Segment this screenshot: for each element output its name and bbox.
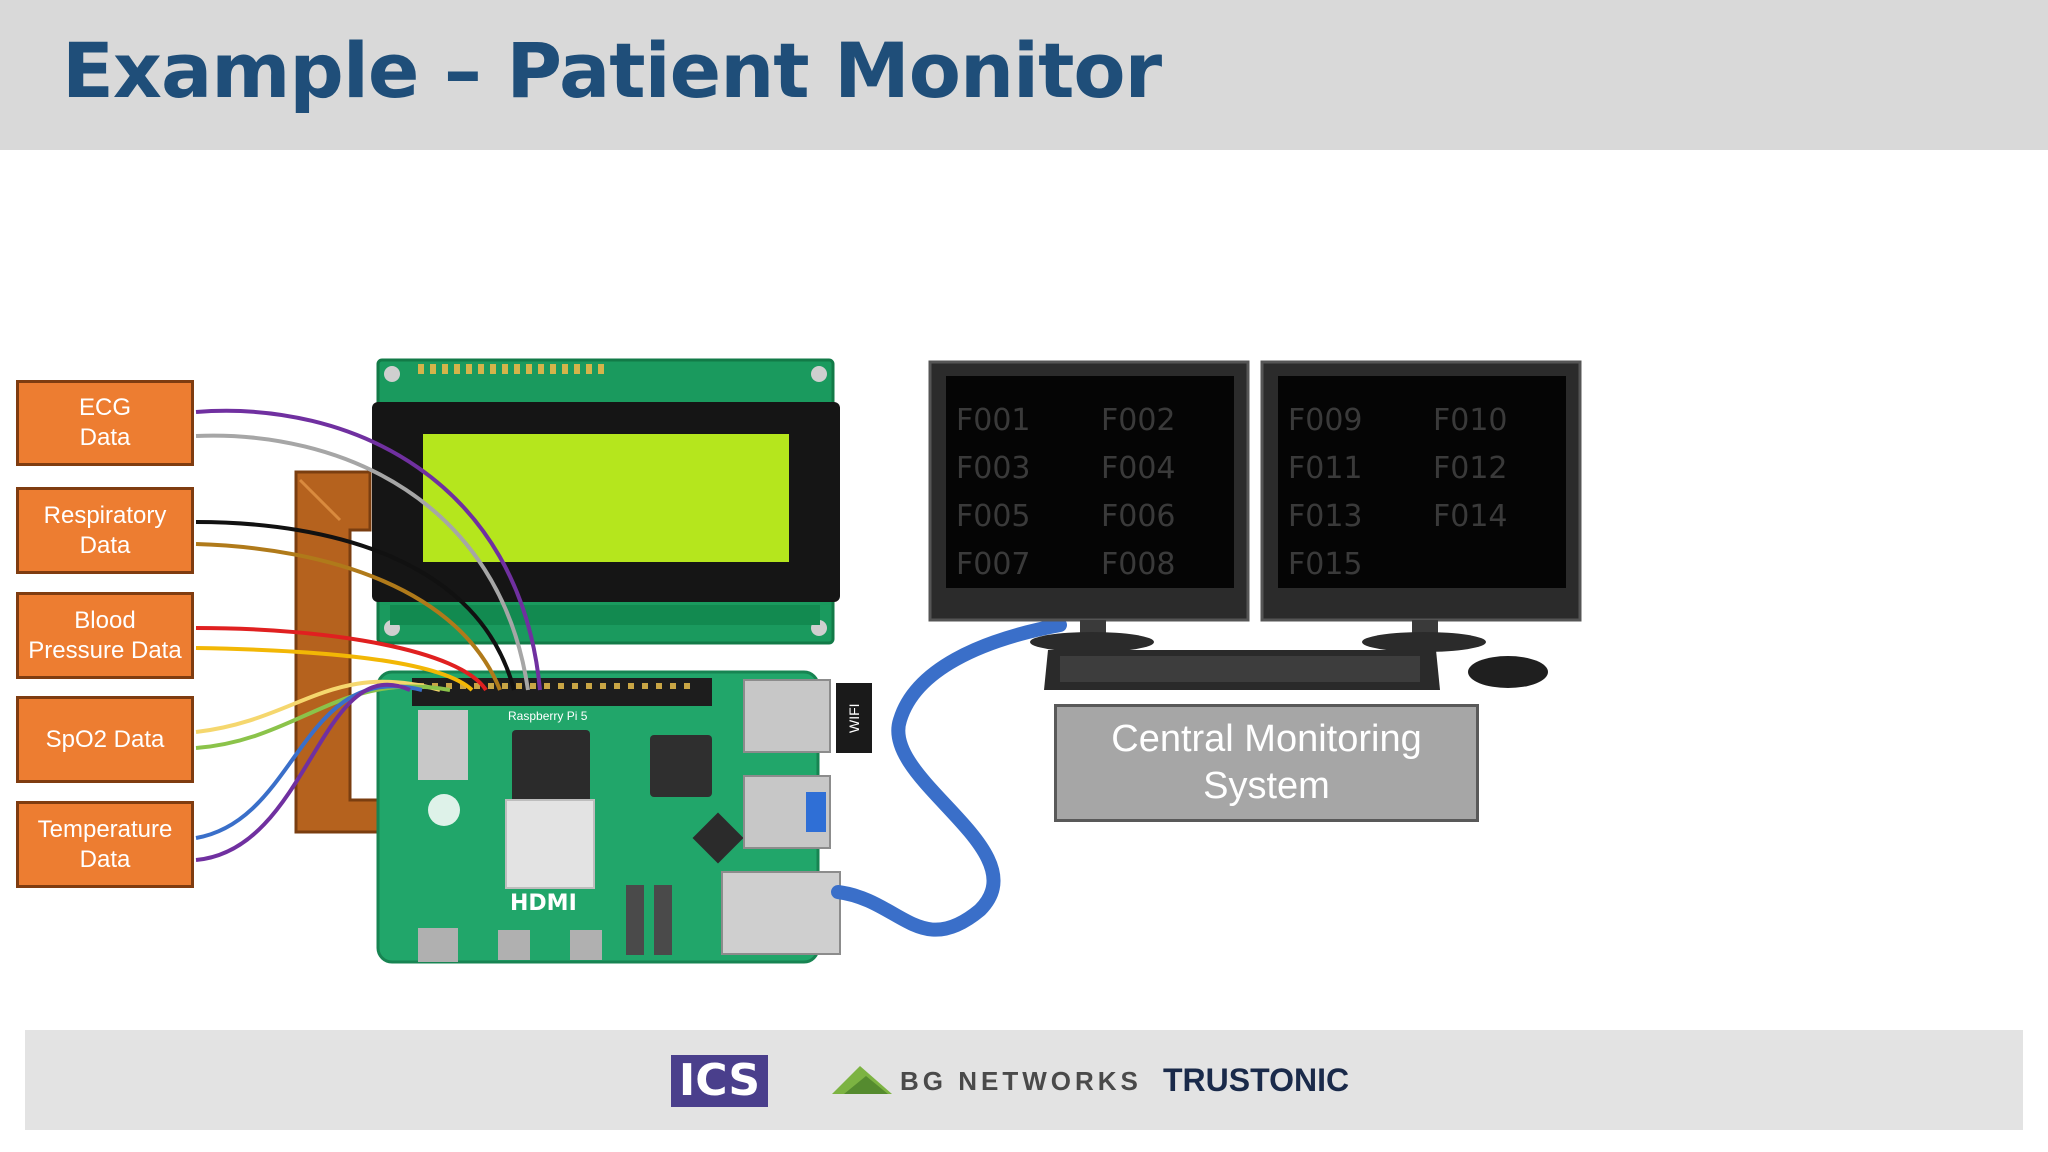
mouse	[1468, 656, 1548, 688]
footer-bar	[25, 1030, 2023, 1130]
patient-tile-label: F008	[1101, 547, 1176, 582]
sensor-ecg-label: ECG Data	[78, 394, 131, 451]
sensor-spo2: SpO2 Data	[16, 696, 194, 783]
header-bar	[0, 0, 2048, 150]
patient-tile-label: F007	[956, 547, 1031, 582]
patient-tile-label: F001	[956, 403, 1031, 438]
ics-logo: ICS	[671, 1055, 768, 1107]
patient-tile-label: F014	[1433, 499, 1508, 534]
hdmi-text: HDMI	[510, 891, 577, 916]
patient-tile-label: F006	[1101, 499, 1176, 534]
sensor-wires	[195, 408, 542, 862]
network-cable	[831, 618, 1067, 937]
patient-tile-label: F010	[1433, 403, 1508, 438]
keyboard	[1044, 650, 1440, 690]
bg-networks-mountain-icon	[832, 1066, 892, 1094]
patient-tile-label: F002	[1101, 403, 1176, 438]
sensor-temperature-label: Temperature Data	[37, 815, 173, 873]
monitor-right	[1260, 360, 1582, 652]
sensor-blood-pressure-label: Blood Pressure Data	[28, 606, 182, 664]
patient-tile-label: F009	[1288, 403, 1363, 438]
patient-tile-label: F013	[1288, 499, 1363, 534]
sensor-spo2-label: SpO2 Data	[45, 725, 165, 753]
patient-tile-label: F012	[1433, 451, 1508, 486]
central-monitoring-system: Central Monitoring System	[1054, 704, 1479, 822]
trustonic-logo: TRUSTONIC	[1163, 1062, 1350, 1098]
board-brand-text: Raspberry Pi 5	[508, 709, 588, 723]
central-monitoring-label: Central Monitoring System	[1111, 718, 1422, 807]
lcd-module	[372, 358, 840, 645]
raspberry-pi-board: HDMI Raspberry Pi 5	[376, 670, 841, 964]
patient-tile-label: F005	[956, 499, 1031, 534]
page-title: Example – Patient Monitor	[62, 26, 1162, 115]
sensor-ecg: ECG Data	[16, 380, 194, 466]
monitor-left	[928, 360, 1250, 652]
patient-tile-label: F004	[1101, 451, 1176, 486]
bg-networks-logo: BG NETWORKS	[900, 1066, 1142, 1096]
sensor-respiratory: Respiratory Data	[16, 487, 194, 574]
sensor-respiratory-label: Respiratory Data	[43, 501, 167, 559]
patient-tile-label: F015	[1288, 547, 1363, 582]
patient-tile-label: F003	[956, 451, 1031, 486]
sensor-temperature: Temperature Data	[16, 801, 194, 888]
patient-tile-label: F011	[1288, 451, 1363, 486]
wifi-label: WIFI	[836, 683, 872, 753]
sensor-blood-pressure: Blood Pressure Data	[16, 592, 194, 679]
